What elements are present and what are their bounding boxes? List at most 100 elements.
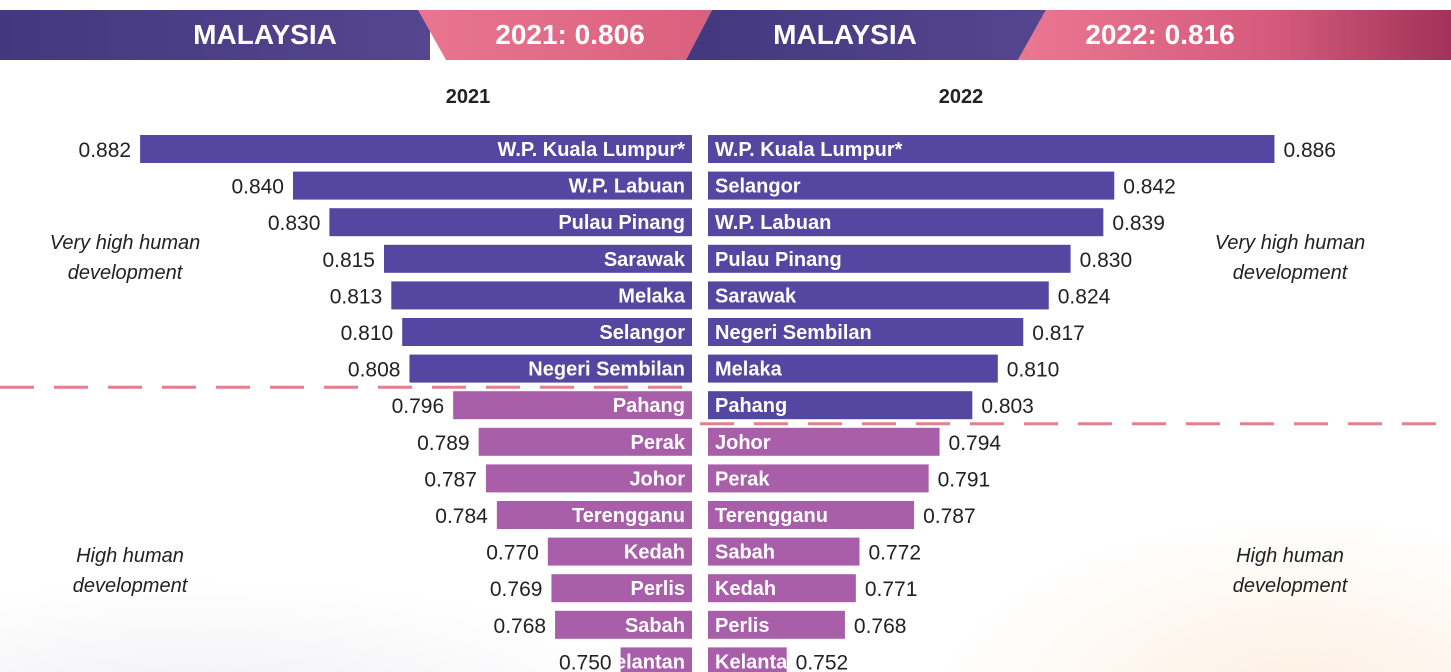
left-bar-label-9: Johor: [629, 468, 685, 490]
left-bar-label-7: Pahang: [613, 395, 685, 417]
right-country-label: MALAYSIA: [773, 19, 917, 50]
left-bar-value-9: 0.787: [424, 468, 477, 491]
right-chart-title: 2022: [938, 86, 984, 108]
right-bar-5: [708, 318, 1024, 346]
right-bar-7: [708, 391, 973, 420]
left-bar-value-13: 0.768: [494, 615, 547, 638]
left-bar-2: [329, 208, 692, 237]
right-bar-value-13: 0.768: [854, 615, 907, 638]
left-bar-value-8: 0.789: [417, 432, 470, 455]
left-bar-value-5: 0.810: [341, 322, 394, 345]
right-bar-value-7: 0.803: [981, 395, 1034, 418]
right-bar-label-5: Negeri Sembilan: [715, 322, 872, 344]
left-bar-value-3: 0.815: [322, 249, 375, 272]
right-bar-value-10: 0.787: [923, 505, 976, 528]
left-very-high-label: Very high human development: [49, 232, 201, 284]
right-bar-value-6: 0.810: [1007, 359, 1060, 382]
right-bar-value-8: 0.794: [949, 432, 1002, 455]
banner-left-dark: [0, 10, 430, 60]
left-bar-11: [547, 537, 692, 566]
right-bar-value-1: 0.842: [1123, 176, 1176, 199]
left-bar-3: [384, 244, 692, 273]
left-bar-label-8: Perak: [631, 432, 686, 454]
right-bar-14: [708, 647, 787, 672]
left-bar-13: [555, 610, 692, 639]
left-bar-1: [293, 171, 692, 200]
left-bar-value-4: 0.813: [330, 285, 383, 308]
left-bar-label-0: W.P. Kuala Lumpur*: [498, 139, 686, 161]
left-bar-0: [140, 135, 692, 163]
right-bar-value-5: 0.817: [1032, 322, 1085, 345]
right-bar-8: [708, 427, 940, 456]
right-bar-value-12: 0.771: [865, 578, 918, 601]
left-bar-label-4: Melaka: [618, 285, 686, 307]
header-banner: [0, 10, 1451, 60]
right-bar-11: [708, 537, 860, 566]
left-bar-label-2: Pulau Pinang: [558, 212, 685, 234]
right-bar-label-0: W.P. Kuala Lumpur*: [715, 139, 903, 161]
right-hdi-value: 2022: 0.816: [1085, 19, 1235, 50]
left-bar-label-13: Sabah: [625, 615, 685, 637]
right-bar-label-9: Perak: [715, 468, 770, 490]
left-bar-label-14: Kelantan: [601, 651, 685, 672]
left-bar-label-5: Selangor: [599, 322, 685, 344]
left-bar-6: [409, 354, 692, 383]
right-bar-label-13: Perlis: [715, 615, 769, 637]
right-bar-label-14: Kelantan: [715, 651, 799, 672]
left-bar-8: [478, 427, 692, 456]
left-high-label: High human development: [72, 545, 188, 597]
right-bar-4: [708, 281, 1049, 310]
left-bar-4: [391, 281, 692, 310]
left-bar-label-6: Negeri Sembilan: [528, 359, 685, 381]
right-bar-6: [708, 354, 998, 383]
left-bar-value-6: 0.808: [348, 359, 401, 382]
right-bar-3: [708, 244, 1071, 273]
left-bar-label-12: Perlis: [631, 578, 685, 600]
left-bar-7: [453, 391, 692, 420]
left-bar-9: [485, 464, 692, 493]
left-bar-label-11: Kedah: [624, 542, 685, 564]
right-bar-label-4: Sarawak: [715, 285, 797, 307]
left-bar-12: [551, 574, 692, 603]
right-bar-label-10: Terengganu: [715, 505, 828, 527]
left-bar-value-11: 0.770: [486, 542, 539, 565]
right-bar-label-7: Pahang: [715, 395, 787, 417]
right-bar-12: [708, 574, 856, 603]
left-bar-value-7: 0.796: [392, 395, 445, 418]
right-bar-label-8: Johor: [715, 432, 771, 454]
right-bar-value-3: 0.830: [1080, 249, 1133, 272]
left-bar-value-14: 0.750: [559, 651, 612, 672]
left-bar-label-3: Sarawak: [604, 249, 686, 271]
right-bar-2: [708, 208, 1104, 237]
right-bar-value-9: 0.791: [938, 468, 991, 491]
right-bar-label-11: Sabah: [715, 542, 775, 564]
right-high-label: High human development: [1232, 545, 1348, 597]
right-bar-1: [708, 171, 1115, 200]
right-bar-9: [708, 464, 929, 493]
right-bar-label-1: Selangor: [715, 176, 801, 198]
right-bar-label-2: W.P. Labuan: [715, 212, 831, 234]
left-bar-14: [620, 647, 692, 672]
right-bar-0: [708, 135, 1275, 163]
banner-left-pink: [418, 10, 712, 60]
left-bar-label-1: W.P. Labuan: [569, 176, 685, 198]
right-bar-value-2: 0.839: [1112, 212, 1165, 235]
banner-right-dark: [686, 10, 1046, 60]
right-bar-10: [708, 501, 915, 529]
right-bar-value-4: 0.824: [1058, 285, 1111, 308]
left-bar-value-2: 0.830: [268, 212, 321, 235]
banner-right-pink: [1018, 10, 1451, 60]
right-bar-13: [708, 610, 845, 639]
right-bar-label-6: Melaka: [715, 359, 783, 381]
left-bar-5: [402, 318, 692, 346]
left-bar-value-0: 0.882: [79, 139, 132, 162]
right-very-high-label: Very high human development: [1214, 232, 1366, 284]
right-bar-value-11: 0.772: [868, 542, 921, 565]
left-bar-value-10: 0.784: [435, 505, 488, 528]
left-bar-10: [496, 501, 692, 529]
right-bar-label-3: Pulau Pinang: [715, 249, 842, 271]
left-chart-title: 2021: [445, 86, 491, 108]
right-bar-value-0: 0.886: [1283, 139, 1336, 162]
right-bar-value-14: 0.752: [796, 651, 849, 672]
